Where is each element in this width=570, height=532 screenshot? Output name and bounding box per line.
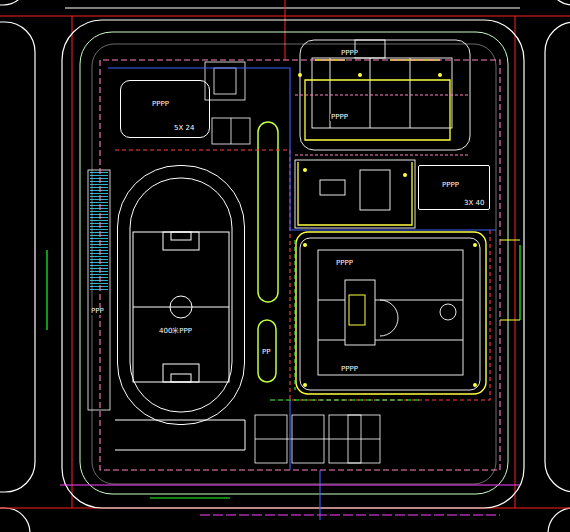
running-track: 400米PPP <box>117 165 245 425</box>
teaching-building: PPPP 3X 40 <box>418 165 490 210</box>
building-label: PPPP <box>441 182 460 189</box>
gym-building: PPPP 5X 24 <box>120 80 210 138</box>
building-label: PPP <box>90 308 105 315</box>
area-label: PPPP <box>330 114 349 121</box>
area-label: PPPP <box>340 50 359 57</box>
building-label: 400米PPP <box>158 328 193 335</box>
building-label: 5X 24 <box>173 125 195 132</box>
area-label: PPPP <box>335 260 354 267</box>
grandstand: PPP <box>88 292 110 410</box>
building-label: 3X 40 <box>463 200 485 207</box>
area-label: PPPP <box>340 366 359 373</box>
building-label: PPPP <box>151 101 170 108</box>
area-label: PP <box>261 349 271 356</box>
